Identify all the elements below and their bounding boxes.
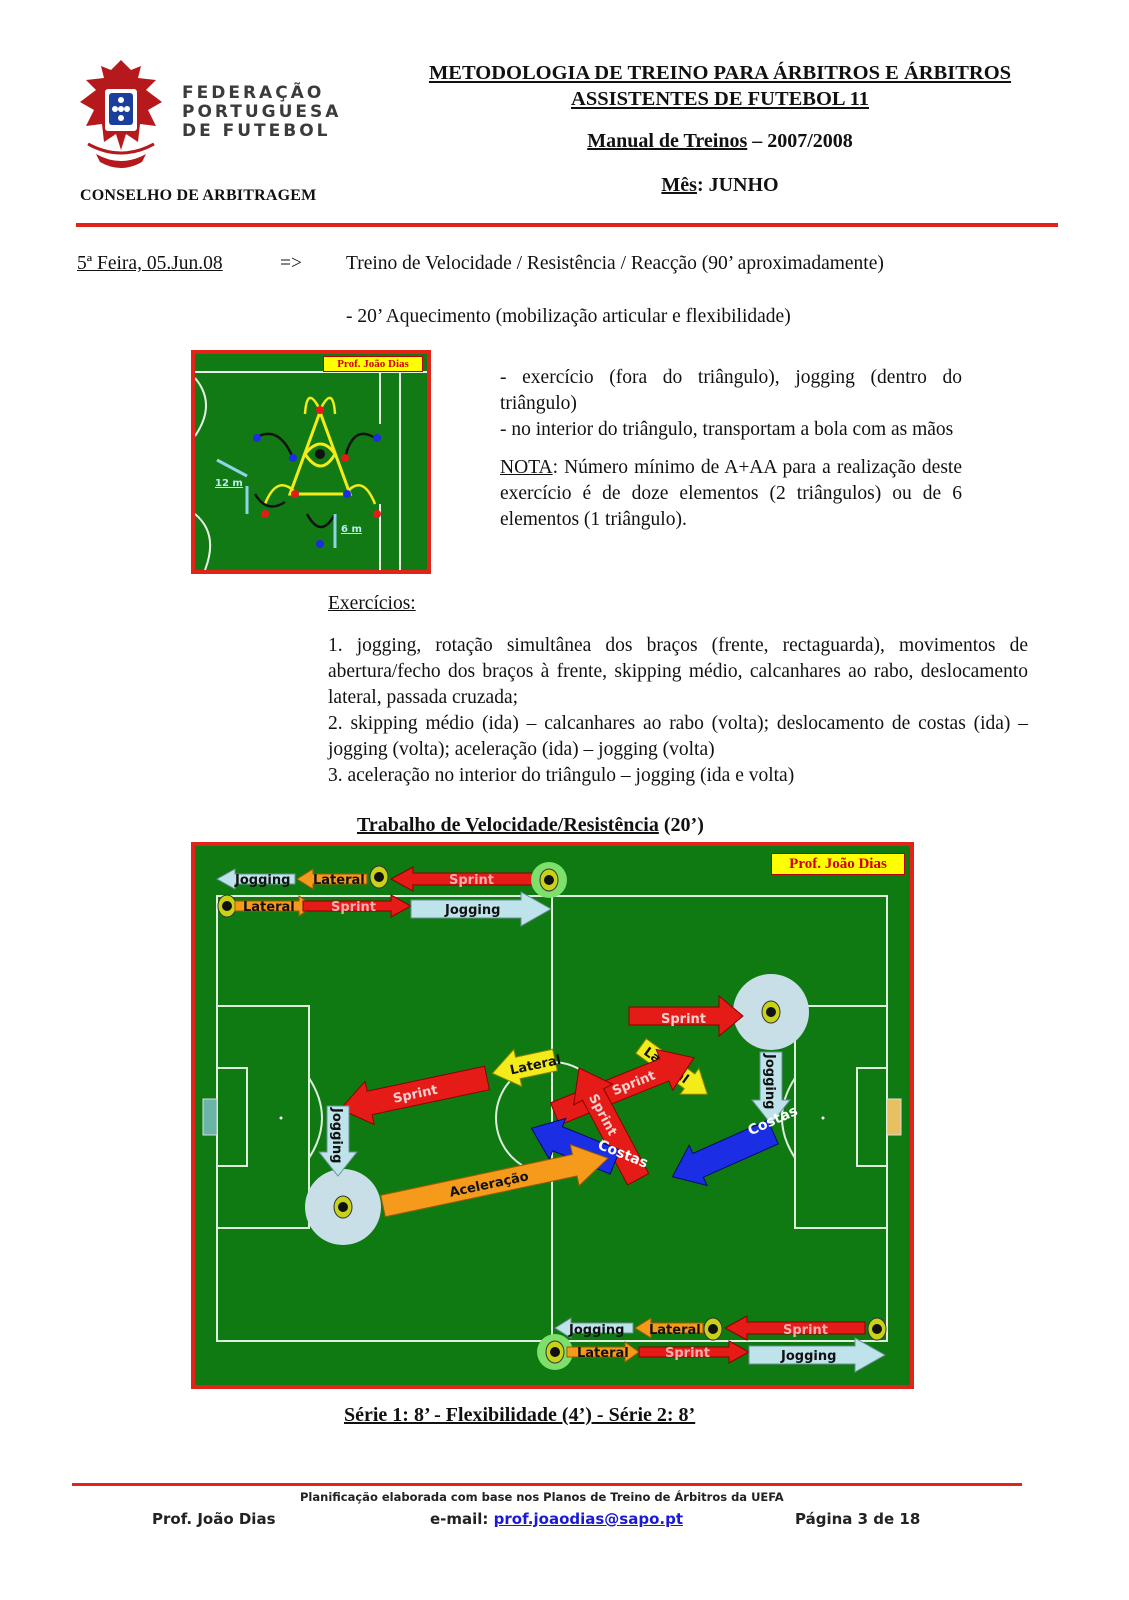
manual-line: Manual de Treinos – 2007/2008 (380, 130, 1060, 153)
session-arrow: => (280, 253, 302, 274)
referee-icon (761, 1000, 781, 1024)
session-date-text: 5ª Feira, 05.Jun.08 (77, 253, 223, 274)
manual-label: Manual de Treinos (587, 130, 748, 152)
bottom-row1-sprint-label: Sprint (783, 1323, 828, 1338)
bottom-row1-jogging-label: Jogging (568, 1323, 624, 1338)
top-row1-jogging-label: Jogging (234, 873, 290, 888)
footer-page-number: Página 3 de 18 (795, 1510, 921, 1528)
exercises-heading-text: Exercícios: (328, 593, 416, 614)
referee-icon (867, 1317, 887, 1341)
footer-divider (72, 1483, 1022, 1486)
org-line-2: PORTUGUESA (182, 102, 342, 122)
footer-email-line: e-mail: prof.joaodias@sapo.pt (430, 1510, 683, 1528)
exercise-item-1: 1. jogging, rotação simultânea dos braço… (328, 635, 1028, 708)
circuit-jogging-left-label: Jogging (329, 1107, 344, 1163)
fpf-logo (80, 60, 162, 168)
nota-text: : Número mínimo de A+AA para a realizaçã… (500, 457, 962, 530)
session-description: Treino de Velocidade / Resistência / Rea… (346, 253, 884, 274)
bottom-row2-jogging-label: Jogging (780, 1349, 836, 1364)
big-diagram-title-duration: (20’) (658, 814, 704, 836)
triangle-drill-pitch: 12 m 6 m (195, 354, 427, 570)
prof-tag-big: Prof. João Dias (771, 853, 905, 875)
label-6m: 6 m (341, 524, 362, 535)
top-row2-sprint-label: Sprint (331, 900, 376, 915)
bottom-row1-lateral-label: Lateral (649, 1323, 701, 1338)
footer-based-on: Planificação elaborada com base nos Plan… (300, 1490, 784, 1504)
triangle-drill-diagram: 12 m 6 m Prof. João Dias (191, 350, 431, 574)
referee-icon (369, 865, 389, 889)
label-12m: 12 m (215, 478, 243, 489)
big-diagram-title-main: Trabalho de Velocidade/Resistência (357, 814, 659, 836)
bottom-row2-lateral-label: Lateral (577, 1346, 629, 1361)
speed-endurance-diagram: Jogging Lateral Sprint Lateral Sprint Jo… (191, 842, 914, 1389)
nota-paragraph: NOTA: Número mínimo de A+AA para a reali… (500, 455, 962, 533)
warmup-line: - 20’ Aquecimento (mobilização articular… (346, 306, 791, 327)
referee-icon (703, 1317, 723, 1341)
note-line-2: - no interior do triângulo, transportam … (500, 419, 954, 440)
session-date: 5ª Feira, 05.Jun.08 (77, 253, 223, 275)
circuit-sprint-top-label: Sprint (661, 1012, 706, 1027)
referee-icon (545, 1340, 565, 1364)
footer-email-label: e-mail: (430, 1510, 494, 1528)
organization-name: FEDERAÇÃO PORTUGUESA DE FUTEBOL (182, 84, 341, 141)
manual-year: – 2007/2008 (747, 130, 853, 152)
exercises-list: 1. jogging, rotação simultânea dos braço… (328, 633, 1028, 789)
month-label: Mês (661, 174, 697, 196)
big-diagram-title: Trabalho de Velocidade/Resistência (20’) (357, 814, 704, 837)
document-title-line2: ASSISTENTES DE FUTEBOL 11 (571, 88, 869, 110)
footer-email-link[interactable]: prof.joaodias@sapo.pt (493, 1510, 684, 1528)
org-line-3: DE FUTEBOL (182, 121, 331, 141)
top-row2-lateral-label: Lateral (243, 900, 295, 915)
footer-author: Prof. João Dias (152, 1510, 276, 1528)
exercise-item-3: 3. aceleração no interior do triângulo –… (328, 765, 795, 786)
circuit-jogging-right-label: Jogging (762, 1053, 777, 1109)
exercise-item-2: 2. skipping médio (ida) – calcanhares ao… (328, 713, 1028, 760)
nota-label: NOTA (500, 457, 553, 478)
series-caption: Série 1: 8’ - Flexibilidade (4’) - Série… (344, 1404, 696, 1426)
note-line-1: - exercício (fora do triângulo), jogging… (500, 367, 962, 414)
referee-icon (539, 868, 559, 892)
org-line-1: FEDERAÇÃO (182, 83, 325, 103)
referee-icon (217, 894, 237, 918)
header-divider (76, 223, 1058, 227)
top-row1-lateral-label: Lateral (313, 873, 365, 888)
month-value: : JUNHO (696, 174, 779, 196)
council-name: CONSELHO DE ARBITRAGEM (80, 187, 317, 204)
exercises-heading: Exercícios: (328, 593, 416, 615)
document-title-line1: METODOLOGIA DE TREINO PARA ÁRBITROS E ÁR… (428, 62, 1012, 84)
month-line: Mês: JUNHO (380, 174, 1060, 197)
referee-icon (333, 1195, 353, 1219)
drill-notes: - exercício (fora do triângulo), jogging… (500, 365, 962, 533)
speed-endurance-pitch: Jogging Lateral Sprint Lateral Sprint Jo… (195, 846, 910, 1385)
top-row2-jogging-label: Jogging (444, 903, 500, 918)
top-row1-sprint-label: Sprint (449, 873, 494, 888)
bottom-row2-sprint-label: Sprint (665, 1346, 710, 1361)
prof-tag-small: Prof. João Dias (323, 356, 423, 372)
